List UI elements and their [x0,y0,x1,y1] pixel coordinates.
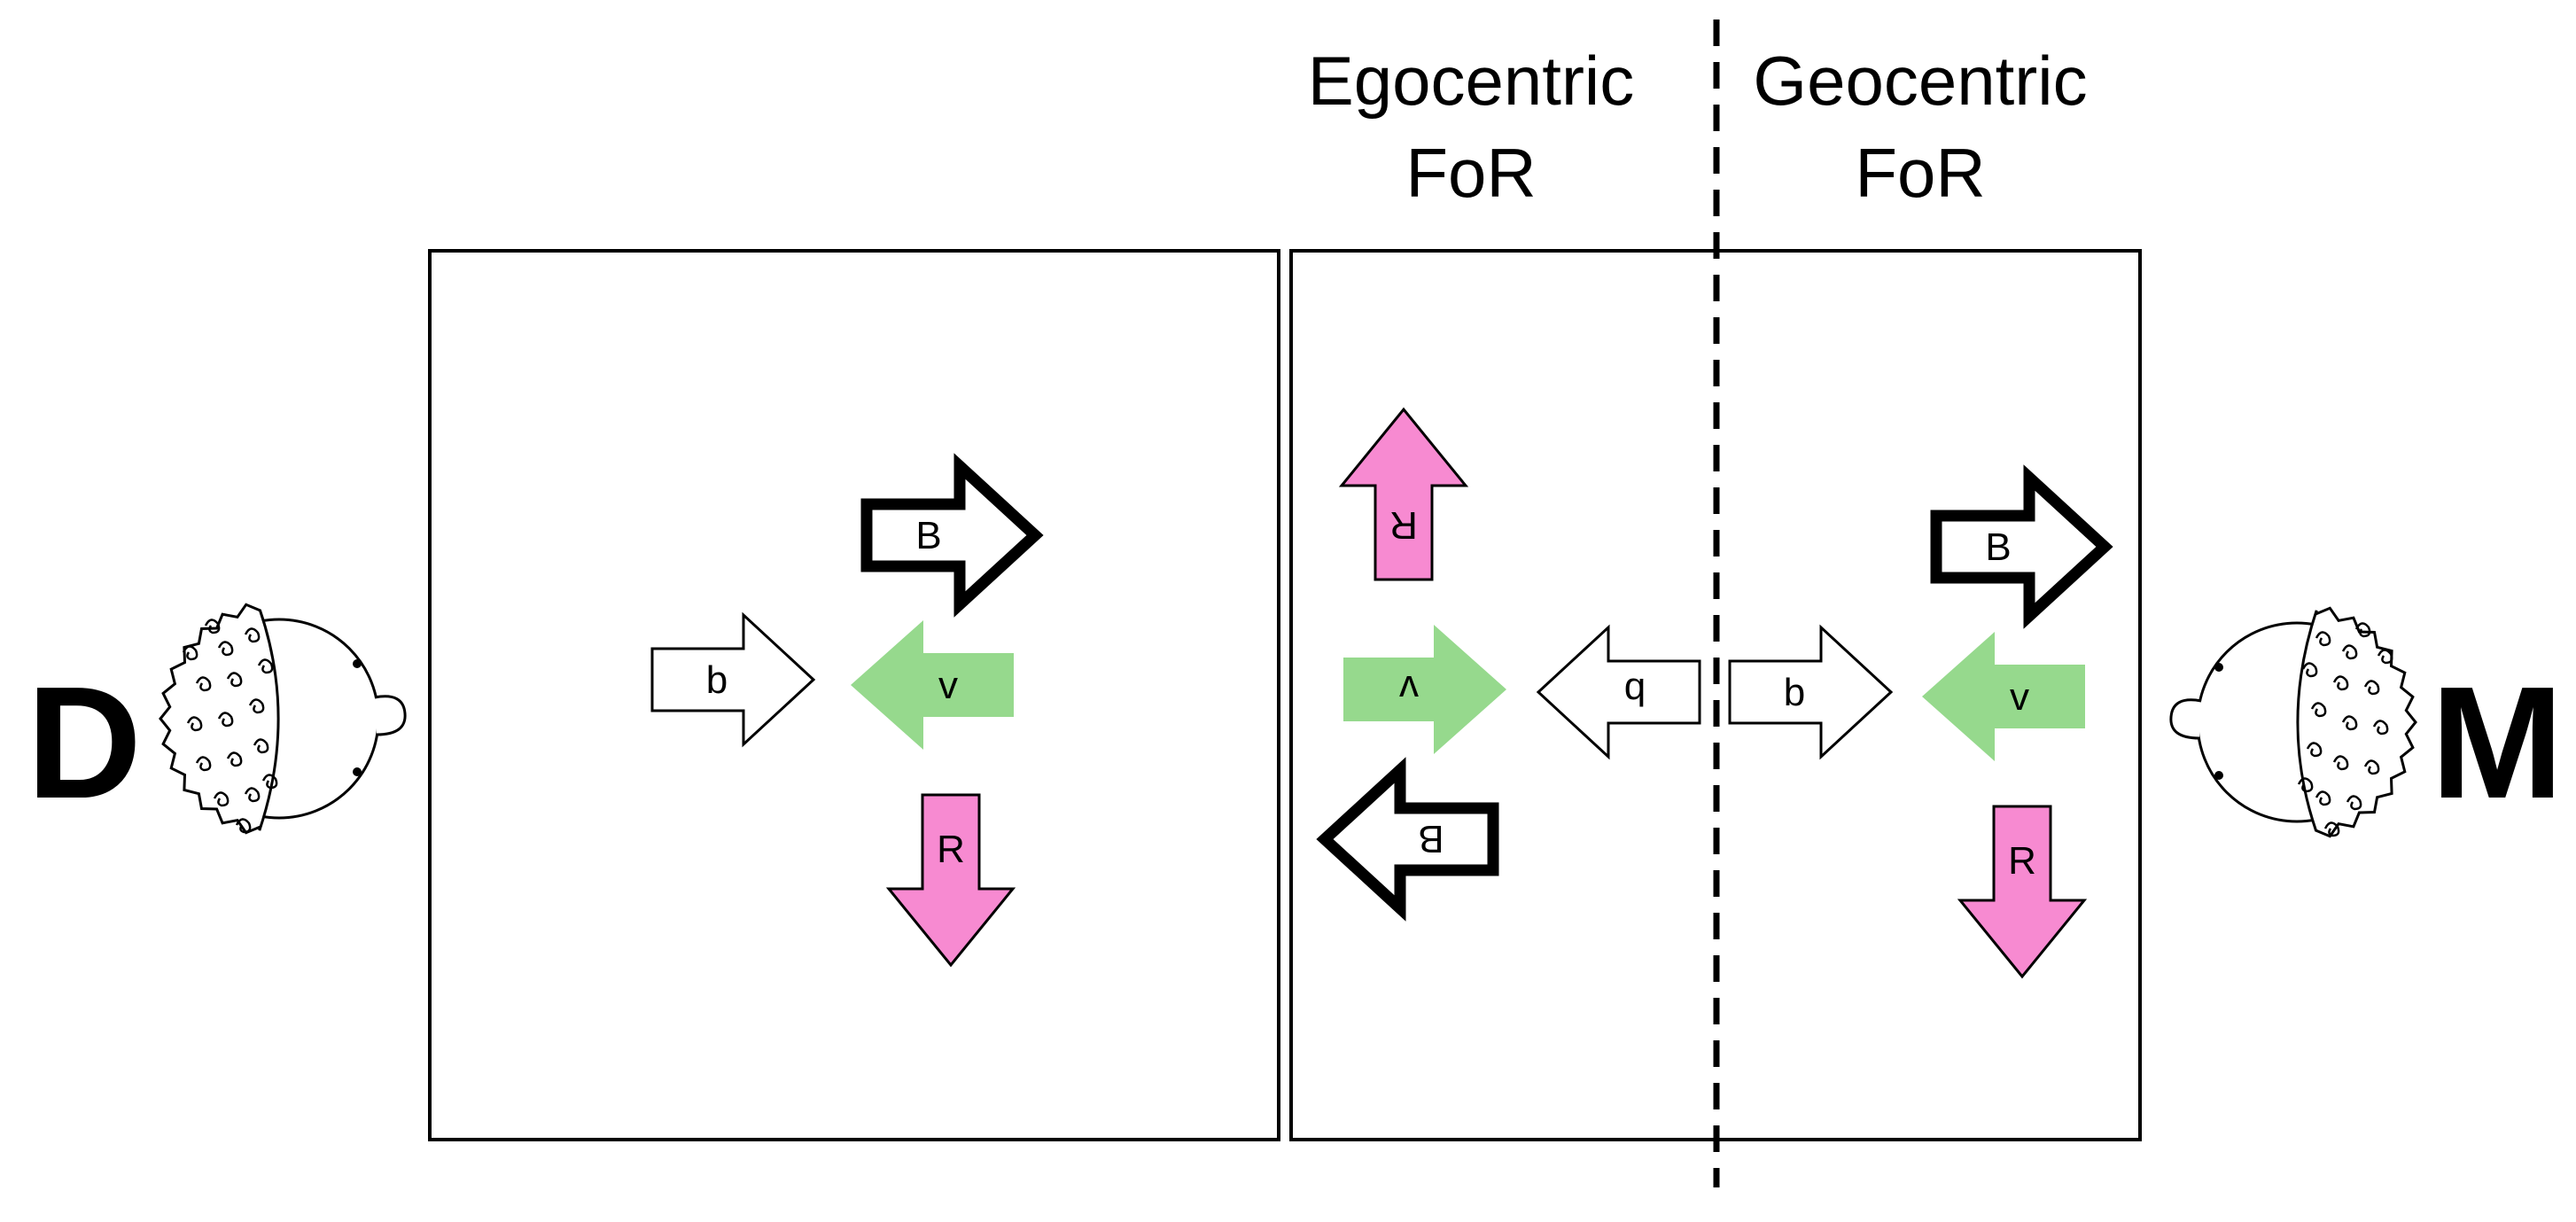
egocentric-small-arrow: b [1536,624,1701,760]
person-d-head-icon [159,603,407,835]
egocentric-red-arrow: R [1338,407,1469,581]
arrow-letter: R [2008,839,2036,883]
arrow-letter: b [706,658,728,702]
geocentric-blue-arrow: B [1930,464,2113,629]
geocentric-red-arrow: R [1957,805,2088,979]
geocentric-heading-line1: Geocentric [1753,42,2087,120]
arrow-letter: B [915,514,941,557]
person-d-label: D [27,654,142,832]
arrow-letter: v [938,664,958,707]
geocentric-green-arrow: v [1922,632,2085,761]
person-m-head-icon [2169,606,2417,838]
arrow-letter: B [1418,817,1444,860]
arrow-letter: v [2010,675,2029,719]
egocentric-heading-line2: FoR [1405,134,1536,212]
arrow-letter: b [1784,671,1805,714]
left-red-arrow: R [885,793,1016,968]
arrow-letter: v [1399,667,1419,711]
left-panel [428,249,1280,1141]
geocentric-small-arrow: b [1728,624,1894,760]
arrow-letter: R [937,828,965,871]
left-green-arrow: v [851,620,1014,750]
left-blue-arrow: B [860,453,1044,618]
arrow-letter: B [1985,525,2011,569]
egocentric-heading-line1: Egocentric [1308,42,1635,120]
left-small-arrow: b [650,611,816,748]
arrow-letter: R [1389,503,1418,547]
arrow-letter: b [1624,670,1646,713]
person-m-label: M [2431,654,2564,832]
geocentric-heading-line2: FoR [1855,134,1985,212]
egocentric-green-arrow: v [1343,625,1506,754]
egocentric-blue-arrow: B [1316,757,1499,922]
